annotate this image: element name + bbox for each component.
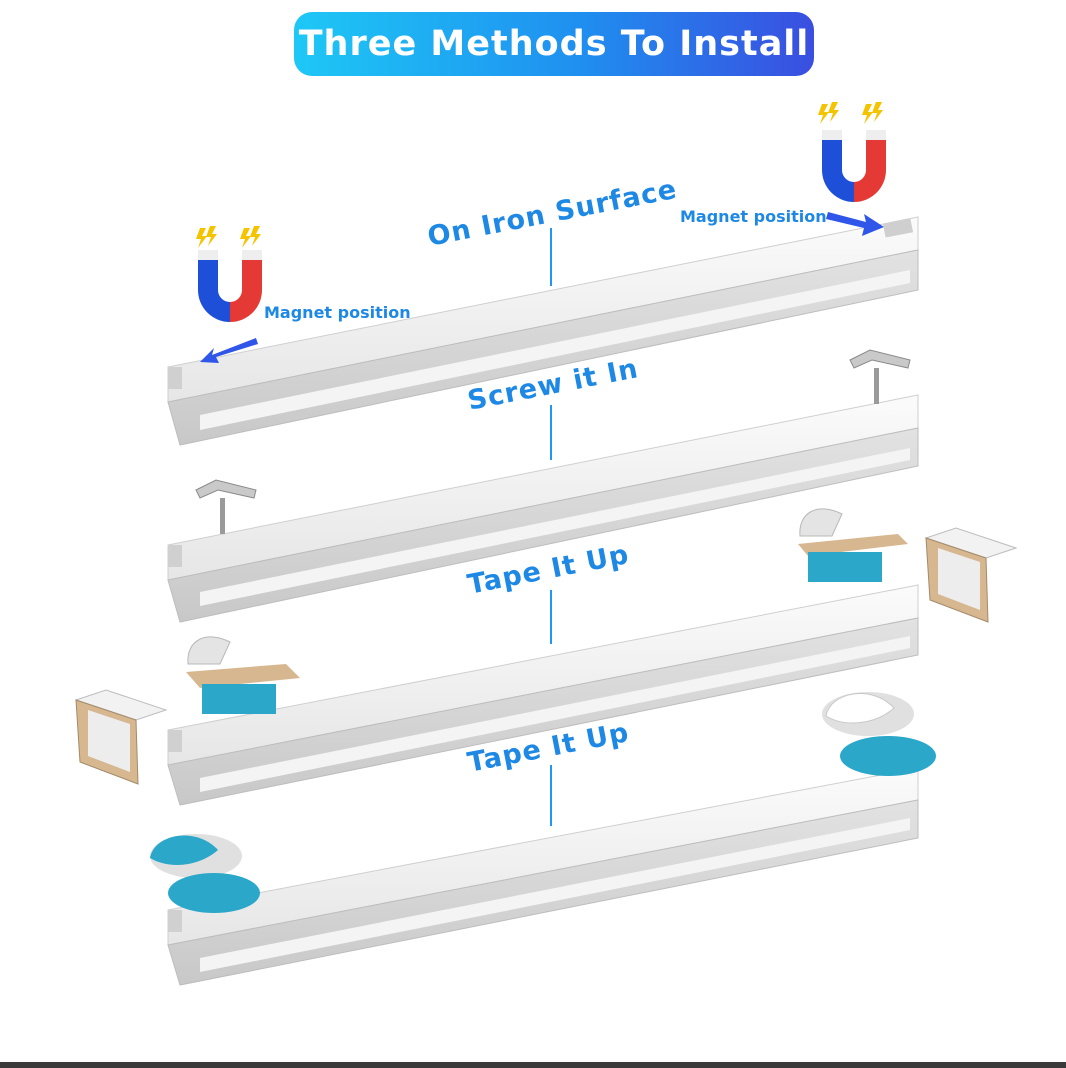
- screw-clip-icon: [849, 349, 911, 404]
- end-cap: [168, 730, 182, 752]
- end-cap: [882, 218, 914, 238]
- tape-strip-icon: [186, 636, 300, 714]
- title-banner: Three Methods To Install: [294, 12, 814, 76]
- end-cap: [168, 910, 182, 932]
- lightning-icon: [818, 102, 883, 124]
- magnet-icon: [198, 250, 262, 322]
- light-bar-1: [167, 216, 919, 446]
- tape-disc-icon: [822, 692, 936, 776]
- magnet-position-right: Magnet position: [680, 207, 827, 226]
- end-cap: [168, 367, 182, 389]
- light-bar-2: [167, 394, 919, 623]
- light-bar-4: [167, 767, 919, 986]
- magnet-icon: [822, 130, 886, 202]
- arrow-icon: [200, 338, 258, 363]
- arrow-icon: [826, 212, 884, 236]
- end-cap: [168, 545, 182, 567]
- tape-strip-icon: [798, 508, 908, 582]
- corner-bracket-icon: [74, 689, 168, 785]
- corner-bracket-icon: [924, 527, 1018, 623]
- magnet-position-left: Magnet position: [264, 303, 411, 322]
- screw-clip-icon: [195, 479, 257, 534]
- page-title: Three Methods To Install: [298, 24, 810, 64]
- bottom-divider: [0, 1062, 1066, 1068]
- lightning-icon: [196, 226, 261, 248]
- tape-disc-icon: [150, 834, 260, 913]
- light-bar-3: [167, 584, 919, 806]
